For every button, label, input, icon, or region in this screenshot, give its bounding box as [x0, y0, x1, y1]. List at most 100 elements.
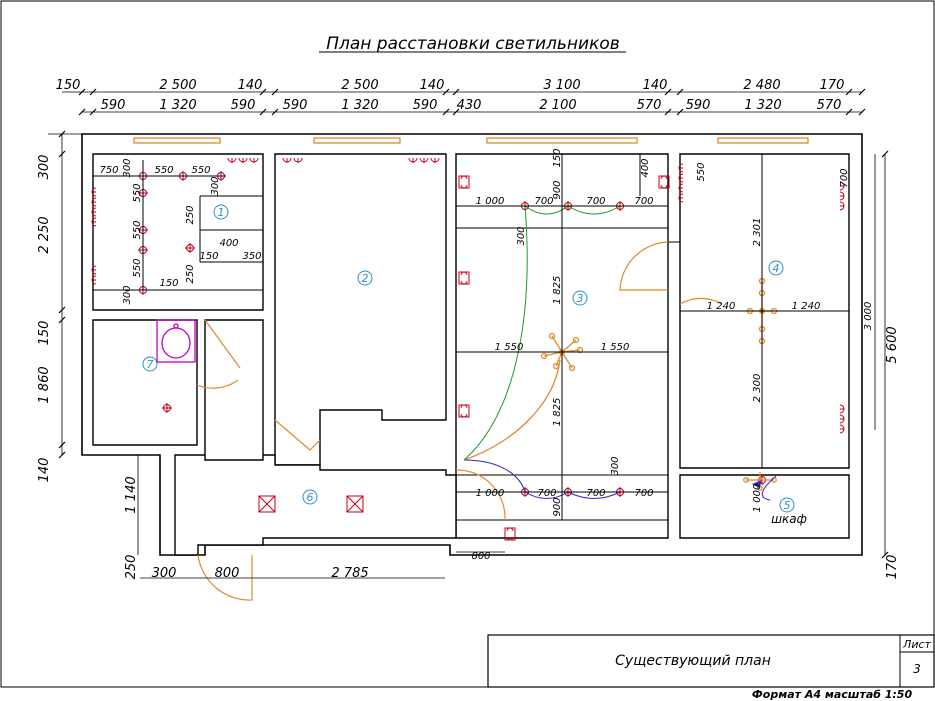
dim-label: 1 550 [601, 342, 630, 353]
wall-sconce-icon [678, 193, 684, 203]
dim-label: 400 [219, 238, 238, 249]
dim-label: 550 [132, 220, 143, 239]
wardrobe-label: шкаф [771, 512, 807, 526]
wall-sconce-icon [678, 173, 684, 183]
wall-sconce-icon [238, 157, 248, 163]
wire-blue [761, 475, 777, 501]
socket-icon [458, 404, 470, 418]
room-number: 4 [773, 262, 780, 275]
title-block-frame [487, 634, 935, 688]
door-swing [196, 379, 239, 389]
room-number-badge [572, 290, 588, 306]
dim-label: 590 [413, 98, 438, 113]
dim-label: 1 000 [476, 196, 505, 207]
dim-label: 170 [820, 78, 845, 93]
room-number: 2 [362, 272, 369, 285]
dim-label: 430 [457, 98, 482, 113]
dim-label: 1 860 [37, 366, 52, 403]
wall-sconces [91, 157, 845, 434]
dim-label: 590 [283, 98, 308, 113]
room-number-badge [357, 270, 373, 286]
dim-label: 150 [37, 321, 52, 346]
wall-sconce-icon [91, 275, 97, 285]
wire-orange [463, 359, 561, 461]
socket-icon [458, 271, 470, 285]
dim-label: 3 000 [863, 302, 874, 331]
dim-label: 1 320 [744, 98, 781, 113]
dim-label: 250 [185, 205, 196, 224]
room-number: 3 [577, 292, 584, 305]
dim-label: 750 [99, 165, 118, 176]
dim-label: 800 [471, 551, 490, 562]
window-room-2 [313, 137, 401, 144]
wire-blue [524, 491, 621, 499]
wall-sconce-icon [419, 157, 429, 163]
wall-sconce-icon [91, 207, 97, 217]
dim-label: 3 100 [543, 78, 580, 93]
dimension-lines [48, 88, 889, 579]
dim-label: 300 [37, 155, 52, 180]
room-7-area [92, 319, 198, 446]
socket-icon [458, 175, 470, 189]
wall-sconce-icon [91, 217, 97, 227]
wall-sconce-icon [293, 157, 303, 163]
walls [81, 133, 863, 556]
wall-sconce-icon [91, 197, 97, 207]
wall-sconce-icon [839, 201, 845, 211]
wall-sconce-icon [249, 157, 259, 163]
dim-label: 300 [516, 226, 527, 245]
dim-label: 590 [686, 98, 711, 113]
room-number: 5 [784, 499, 791, 512]
window-room-3 [486, 137, 638, 144]
ceiling-lamp-icon [185, 243, 195, 253]
wall-sconce-icon [839, 414, 845, 424]
dim-label: 700 [839, 168, 850, 187]
dim-label: 150 [199, 251, 218, 262]
door-room-3 [455, 469, 506, 521]
dim-label: 570 [637, 98, 662, 113]
wall-sconce-icon [678, 163, 684, 173]
room-number: 6 [307, 491, 314, 504]
wire-green [524, 205, 621, 215]
room-1-area [92, 153, 264, 311]
dim-label: 900 [552, 497, 563, 516]
dim-label: 2 300 [752, 374, 763, 403]
room-number-badge [213, 204, 229, 220]
corridor-area [204, 319, 264, 461]
door-room-7 [204, 319, 241, 369]
room-5-area [679, 474, 850, 539]
dim-label: 2 500 [341, 78, 378, 93]
ventilation-icon [346, 495, 364, 513]
wire-green [463, 205, 528, 461]
room-numbers: 1 2 3 4 5 6 7 [142, 204, 795, 513]
dim-label: 570 [817, 98, 842, 113]
dim-label: 1 320 [159, 98, 196, 113]
sockets [458, 175, 670, 541]
dim-label: 170 [885, 555, 900, 580]
dimension-labels: 150 2 500 140 2 500 140 3 100 140 2 480 … [37, 78, 900, 581]
door-swing [679, 297, 723, 305]
dim-label: 300 [122, 158, 133, 177]
dim-label: 550 [191, 165, 210, 176]
dim-label: 550 [696, 162, 707, 181]
dim-label: 300 [152, 566, 177, 581]
dim-label: 250 [124, 555, 139, 580]
dim-label: 1 240 [792, 301, 821, 312]
dim-label: 590 [101, 98, 126, 113]
room-number-badge [302, 489, 318, 505]
dim-label: 140 [37, 458, 52, 483]
door-room-4 [619, 241, 669, 291]
sheet-label: Лист [902, 638, 931, 651]
dim-label: 300 [122, 285, 133, 304]
dim-label: 1 140 [124, 476, 139, 513]
windows [133, 137, 809, 144]
dim-label: 700 [537, 488, 556, 499]
dim-label: 550 [132, 183, 143, 202]
room-number-badge [142, 356, 158, 372]
dim-label: 140 [643, 78, 668, 93]
wall-sconce-icon [227, 157, 237, 163]
dim-label: 400 [640, 158, 651, 177]
wall-sconce-icon [282, 157, 292, 163]
wall-sconce-icon [839, 181, 845, 191]
